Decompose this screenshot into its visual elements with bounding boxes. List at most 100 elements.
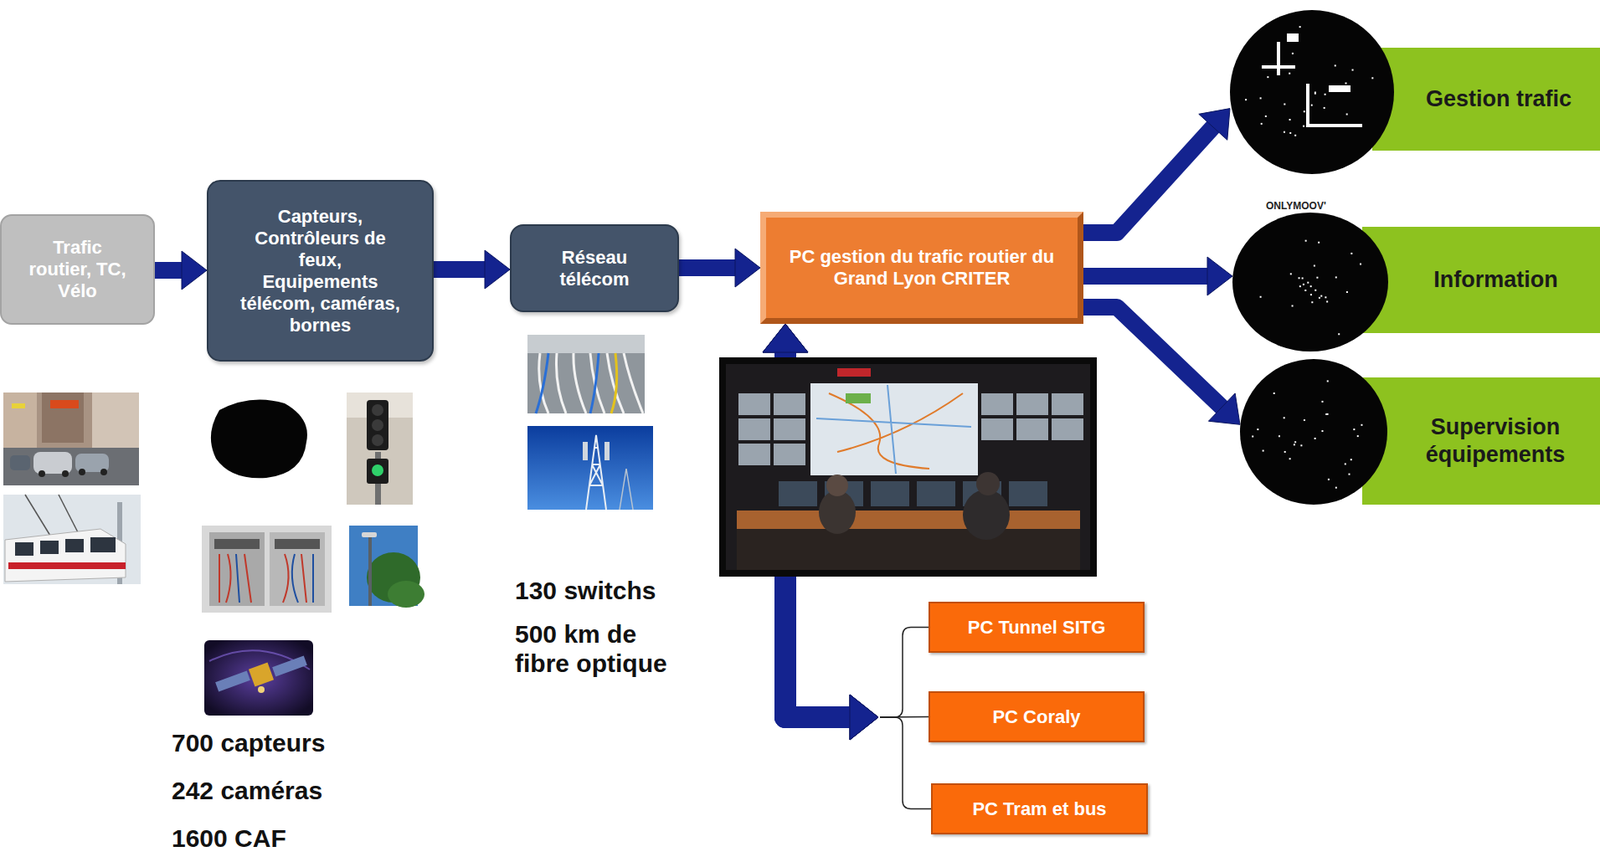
- band-shape-part: [1346, 113, 1348, 116]
- figure-label: 242 caméras: [171, 776, 323, 806]
- satellite-picture: [204, 640, 314, 716]
- traffic-light-photo-part: [366, 458, 389, 484]
- band-shape-part: [1289, 457, 1292, 460]
- tram-photo-part: [90, 537, 116, 553]
- band-shape-part: [1362, 226, 1600, 334]
- band-shape-part: [1310, 285, 1312, 288]
- control-room-photo-part-part: [1008, 481, 1048, 507]
- controller-cabinet-photo-part: [236, 554, 314, 603]
- band-shape-part: [1324, 296, 1327, 299]
- band-shape-part: [1334, 64, 1337, 67]
- figure-label: 130 switchs: [514, 576, 656, 606]
- traffic-light-photo-part: [346, 392, 413, 418]
- band-shape-part: [1289, 118, 1292, 121]
- control-room-photo-part: [736, 510, 1081, 530]
- figure-label: 500 km de fibre optique: [514, 619, 687, 679]
- band-shape-part: [1327, 478, 1330, 481]
- control-room-photo-part: [828, 393, 963, 469]
- band-shape-part: [1320, 295, 1323, 298]
- node-label: PC Tunnel SITG: [967, 617, 1107, 639]
- band-shape-part: [1323, 107, 1326, 109]
- output-band: Supervision équipements: [1239, 359, 1600, 505]
- node-label: PC Tram et bus: [972, 798, 1107, 821]
- band-shape-part: [1316, 277, 1318, 279]
- control-room-photo-part: [976, 472, 1000, 496]
- node-label: PC Coraly: [992, 706, 1081, 729]
- control-room-photo-part-part: [773, 418, 806, 441]
- band-shape-part: [1239, 359, 1388, 505]
- arrow-head: [762, 324, 808, 353]
- band-shape-part: [1326, 300, 1328, 303]
- band-shape-part: [1283, 416, 1286, 419]
- arrow-shaft: [1083, 125, 1215, 233]
- band-shape-part: [1303, 110, 1306, 113]
- band-shape-part: [1311, 301, 1313, 304]
- arrow-head: [1207, 257, 1233, 296]
- network-cables-photo-part: [535, 353, 599, 414]
- band-shape-part: [1352, 69, 1354, 72]
- street-photo-part: [41, 392, 84, 443]
- tram-photo-part: [25, 494, 51, 536]
- control-room-photo-part-part: [1051, 418, 1084, 441]
- band-shape-part: [1260, 296, 1262, 299]
- control-room-photo-part-part: [738, 418, 771, 441]
- arrow-head: [1198, 108, 1230, 141]
- band-shape-part: [1299, 25, 1302, 28]
- node-label: Gestion trafic: [1425, 85, 1572, 114]
- traffic-light-photo-part: [371, 464, 384, 477]
- band-shape-part: [1278, 435, 1281, 438]
- control-room-photo-part: [962, 489, 1010, 541]
- figure-label: 700 capteurs: [171, 728, 325, 758]
- band-shape-part: [1294, 441, 1297, 443]
- band-shape-part: [1301, 277, 1304, 279]
- control-room-photo-part-part: [778, 481, 818, 507]
- control-room-photo-part: [818, 490, 856, 535]
- band-shape-part: [1337, 333, 1340, 335]
- control-room-photo-part: [725, 364, 1091, 571]
- band-shape-part: [1317, 241, 1320, 244]
- tram-photo-part: [40, 540, 59, 555]
- antenna-photo: [527, 426, 654, 510]
- arrow-head: [484, 250, 510, 289]
- control-room-photo-part: [845, 393, 871, 404]
- band-shape-part: [1346, 291, 1348, 294]
- street-photo-part: [50, 400, 79, 409]
- control-room-photo-part-part: [738, 393, 771, 416]
- street-photo-part: [3, 447, 139, 486]
- control-room-photo-part-part: [1016, 418, 1049, 441]
- band-shape-part: [1304, 289, 1307, 292]
- band-shape-part: [1229, 10, 1395, 175]
- street-photo-part: [3, 392, 139, 486]
- control-room-photo-part: [816, 385, 972, 474]
- arrow-head: [762, 324, 808, 353]
- control-room-photo-part: [826, 474, 849, 497]
- satellite-picture-part: [248, 663, 274, 688]
- figure-label: 1600 CAF: [171, 823, 287, 854]
- band-shape-part: [1265, 115, 1267, 118]
- arrow-shaft: [1083, 267, 1210, 285]
- antenna-photo-part: [619, 468, 633, 510]
- band-shape-part: [1298, 277, 1301, 279]
- output-band: Gestion trafic: [1229, 10, 1600, 175]
- node-label: Trafic routier, TC, Vélo: [25, 236, 130, 303]
- node-label: Supervision équipements: [1390, 413, 1600, 469]
- traffic-light-photo-part: [371, 404, 384, 417]
- controller-cabinet-photo-part: [201, 525, 332, 613]
- band-text-area: Gestion trafic: [1397, 47, 1600, 151]
- arrow-head: [849, 694, 879, 741]
- lamp-post-photo-part: [387, 581, 425, 608]
- street-photo-part: [3, 392, 37, 452]
- band-shape-part: [1256, 428, 1259, 431]
- band-shape-part: [1321, 401, 1323, 403]
- band-shape-part: [1310, 293, 1312, 296]
- tram-photo-part: [58, 494, 80, 536]
- band-shape-part: [1261, 41, 1363, 126]
- detector-picture-part: [210, 400, 308, 479]
- band-shape-part: [1306, 282, 1309, 284]
- satellite-picture-part: [215, 671, 251, 693]
- network-cables-photo-part: [527, 334, 645, 414]
- band-shape-part: [1347, 473, 1350, 476]
- street-photo-part: [92, 392, 139, 448]
- tram-photo-part: [5, 529, 126, 582]
- band-shape-part: [1359, 263, 1362, 266]
